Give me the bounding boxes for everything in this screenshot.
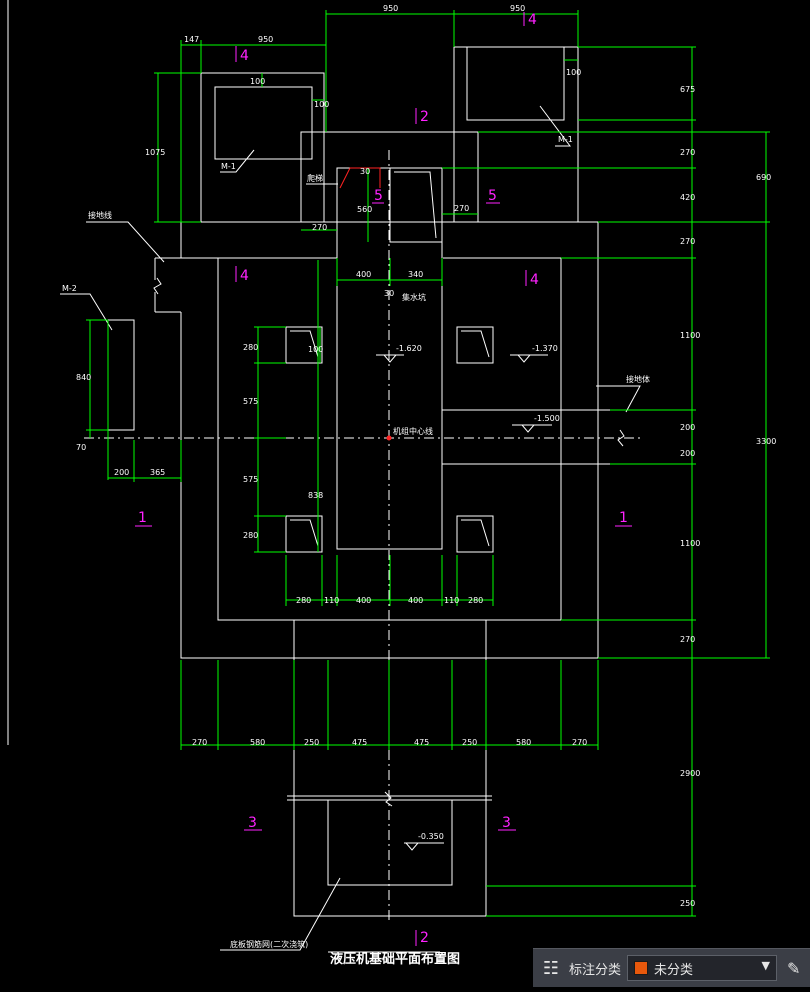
dim-text: 575: [243, 475, 258, 484]
drawing-title: 液压机基础平面布置图: [330, 951, 460, 967]
label-m2: M-2: [62, 284, 77, 293]
dim-text: 30: [360, 167, 370, 176]
section-mark-2: 2: [420, 930, 429, 946]
dim-text: 100: [566, 68, 581, 77]
dim-text: 200: [114, 468, 129, 477]
level-markers: [376, 354, 552, 851]
dim-text: 950: [383, 4, 398, 13]
annotation-category-select[interactable]: 未分类 ▼: [627, 955, 778, 981]
dim-text: 400: [356, 596, 371, 605]
dim-text: 100: [314, 100, 329, 109]
dim-text: 280: [243, 343, 258, 352]
dim-text: 270: [454, 204, 469, 213]
section-mark-2: 2: [420, 109, 429, 125]
section-mark-4: 4: [530, 272, 539, 288]
dim-text: 580: [516, 738, 531, 747]
dim-text: 270: [680, 148, 695, 157]
dim-text: 675: [680, 85, 695, 94]
dim-text: 365: [150, 468, 165, 477]
dim-text: 838: [308, 491, 323, 500]
dim-text: 575: [243, 397, 258, 406]
center-point-marker: [386, 435, 392, 441]
dim-text: 270: [680, 635, 695, 644]
category-selected-value: 未分类: [654, 961, 694, 977]
label-center: 机组中心线: [393, 426, 433, 436]
section-mark-4: 4: [240, 268, 249, 284]
foundation-outline: [107, 46, 610, 917]
dim-text: 270: [572, 738, 587, 747]
break-mark: [153, 277, 162, 295]
dim-text: 280: [468, 596, 483, 605]
dim-text: 950: [510, 4, 525, 13]
section-mark-4: 4: [528, 12, 537, 28]
chevron-down-icon: ▼: [761, 959, 771, 972]
label-wall: 接地线: [88, 210, 112, 220]
dim-text: 100: [250, 77, 265, 86]
dim-text: 200: [680, 449, 695, 458]
break-mark: [384, 791, 393, 807]
label-drain: 集水坑: [402, 292, 426, 302]
dim-text: 270: [192, 738, 207, 747]
level-label: -0.350: [418, 832, 444, 841]
dim-text: 420: [680, 193, 695, 202]
dim-text: 250: [304, 738, 319, 747]
dim-text: 580: [250, 738, 265, 747]
dim-text: 690: [756, 173, 771, 182]
stair-marker: [339, 167, 381, 189]
label-m1: M-1: [558, 135, 573, 144]
dim-text: 840: [76, 373, 91, 382]
dim-text: 400: [356, 270, 371, 279]
dim-text: 200: [680, 423, 695, 432]
dim-text: 30: [384, 289, 394, 298]
section-mark-3: 3: [248, 815, 257, 831]
section-mark-1: 1: [619, 510, 628, 526]
dim-text: 250: [462, 738, 477, 747]
section-mark-3: 3: [502, 815, 511, 831]
dimension-lines: [86, 10, 770, 917]
dim-text: 475: [414, 738, 429, 747]
dim-text: 70: [76, 443, 86, 452]
grid-icon[interactable]: ☷: [542, 957, 560, 979]
category-color-swatch: [634, 961, 649, 975]
label-bottom: 底板钢筋网(二次浇筑): [230, 939, 308, 949]
dim-text: 1075: [145, 148, 165, 157]
section-mark-4: 4: [240, 48, 249, 64]
dim-text: 270: [680, 237, 695, 246]
dim-text: 560: [357, 205, 372, 214]
dim-text: 250: [680, 899, 695, 908]
dim-text: 475: [352, 738, 367, 747]
dim-text: 280: [243, 531, 258, 540]
edit-icon[interactable]: ✎: [787, 958, 801, 978]
level-label: -1.620: [396, 344, 422, 353]
dim-text: 340: [408, 270, 423, 279]
dim-text: 3300: [756, 437, 776, 446]
annotation-category-label: 标注分类: [569, 961, 622, 977]
section-mark-5: 5: [488, 188, 497, 204]
dim-text: 280: [296, 596, 311, 605]
annotation-toolbar: ☷ 标注分类 未分类 ▼ ✎: [533, 948, 810, 987]
dim-text: 1100: [680, 331, 700, 340]
dim-text: 110: [444, 596, 459, 605]
label-m1: M-1: [221, 162, 236, 171]
leader-lines: [60, 105, 641, 953]
section-marks: [135, 12, 632, 946]
dim-text: 1100: [680, 539, 700, 548]
section-mark-5: 5: [374, 188, 383, 204]
dim-text: 400: [408, 596, 423, 605]
dim-text: 950: [258, 35, 273, 44]
dim-text: 110: [324, 596, 339, 605]
dim-text: 147: [184, 35, 199, 44]
label-pit: 接地体: [626, 374, 650, 384]
section-mark-1: 1: [138, 510, 147, 526]
level-label: -1.500: [534, 414, 560, 423]
break-mark: [617, 429, 625, 447]
dim-text: 270: [312, 223, 327, 232]
dim-text: 100: [308, 345, 323, 354]
level-label: -1.370: [532, 344, 558, 353]
label-stair: 爬梯: [307, 173, 323, 183]
dim-text: 2900: [680, 769, 700, 778]
